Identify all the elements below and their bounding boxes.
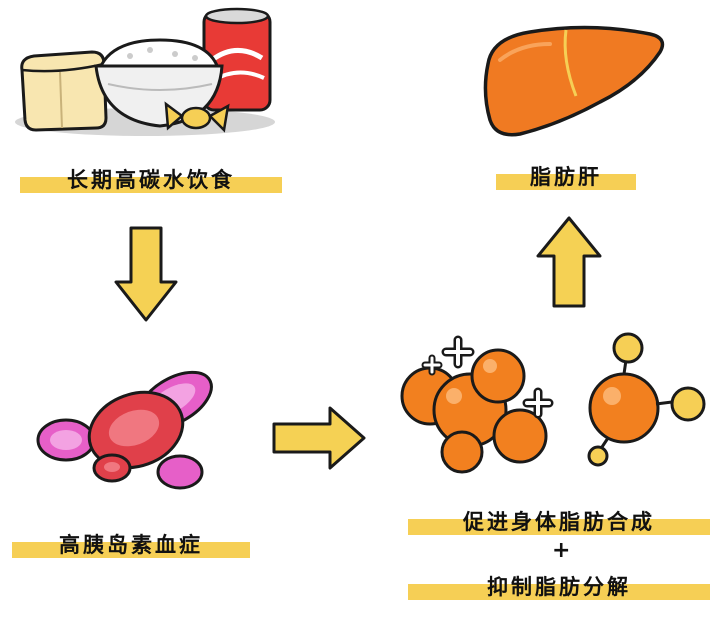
- liver-icon: [483, 25, 665, 137]
- candy-icon: [164, 101, 230, 133]
- label-hyperinsulinemia: 高胰岛素血症: [12, 528, 250, 560]
- blood-cells-icon: [36, 370, 213, 490]
- label-promote-fat-synthesis: 促进身体脂肪合成: [408, 505, 710, 537]
- highlight-bar: [496, 174, 636, 190]
- label-high-carb-diet: 长期高碳水饮食: [20, 163, 282, 195]
- arrow-right-icon: [272, 406, 366, 470]
- highlight-bar: [12, 542, 250, 558]
- label-inhibit-lipolysis: 抑制脂肪分解: [408, 570, 710, 602]
- arrow-up-icon: [536, 216, 602, 308]
- highlight-bar: [20, 177, 282, 193]
- label-text: 抑制脂肪分解: [487, 575, 631, 599]
- highlight-bar: [408, 519, 710, 535]
- plus-sign: +: [552, 538, 571, 563]
- food-illustration-icon: [15, 7, 275, 136]
- label-text: 高胰岛素血症: [59, 533, 203, 557]
- tofu-icon: [20, 50, 108, 132]
- label-fatty-liver: 脂肪肝: [496, 160, 636, 192]
- label-text: 长期高碳水饮食: [67, 168, 235, 192]
- highlight-bar: [408, 584, 710, 600]
- fat-molecules-icon: [400, 332, 706, 474]
- arrow-down-icon: [114, 226, 178, 322]
- label-text: 促进身体脂肪合成: [463, 510, 655, 534]
- label-text: 脂肪肝: [530, 165, 602, 189]
